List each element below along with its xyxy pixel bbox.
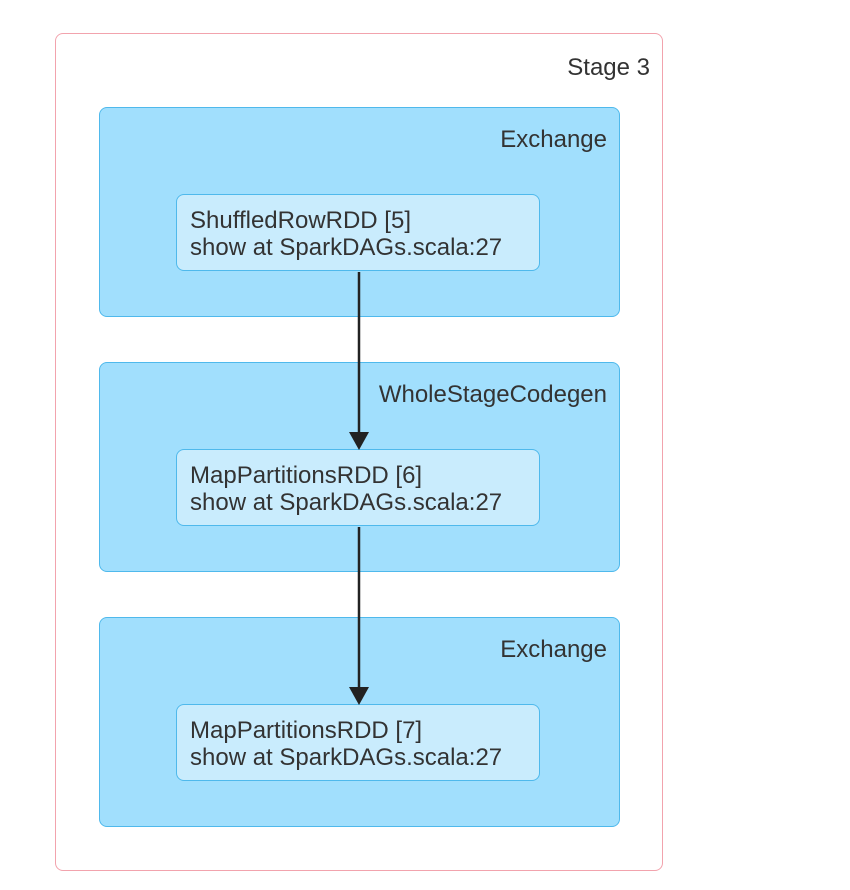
rdd-node-title: MapPartitionsRDD [7] (190, 717, 423, 744)
rdd-node-callsite: show at SparkDAGs.scala:27 (190, 234, 503, 261)
cluster-label: Exchange (500, 636, 607, 663)
cluster-label: WholeStageCodegen (378, 381, 607, 408)
rdd-node-mappartitionsrdd-7[interactable]: MapPartitionsRDD [7] show at SparkDAGs.s… (176, 704, 540, 781)
rdd-node-callsite: show at SparkDAGs.scala:27 (190, 744, 503, 771)
rdd-node-title: MapPartitionsRDD [6] (190, 462, 423, 489)
rdd-node-shuffledrowrdd-5[interactable]: ShuffledRowRDD [5] show at SparkDAGs.sca… (176, 194, 540, 271)
cluster-label: Exchange (500, 126, 607, 153)
stage-label: Stage 3 (567, 54, 650, 81)
rdd-node-callsite: show at SparkDAGs.scala:27 (190, 489, 503, 516)
rdd-node-title: ShuffledRowRDD [5] (190, 207, 411, 234)
rdd-node-mappartitionsrdd-6[interactable]: MapPartitionsRDD [6] show at SparkDAGs.s… (176, 449, 540, 526)
